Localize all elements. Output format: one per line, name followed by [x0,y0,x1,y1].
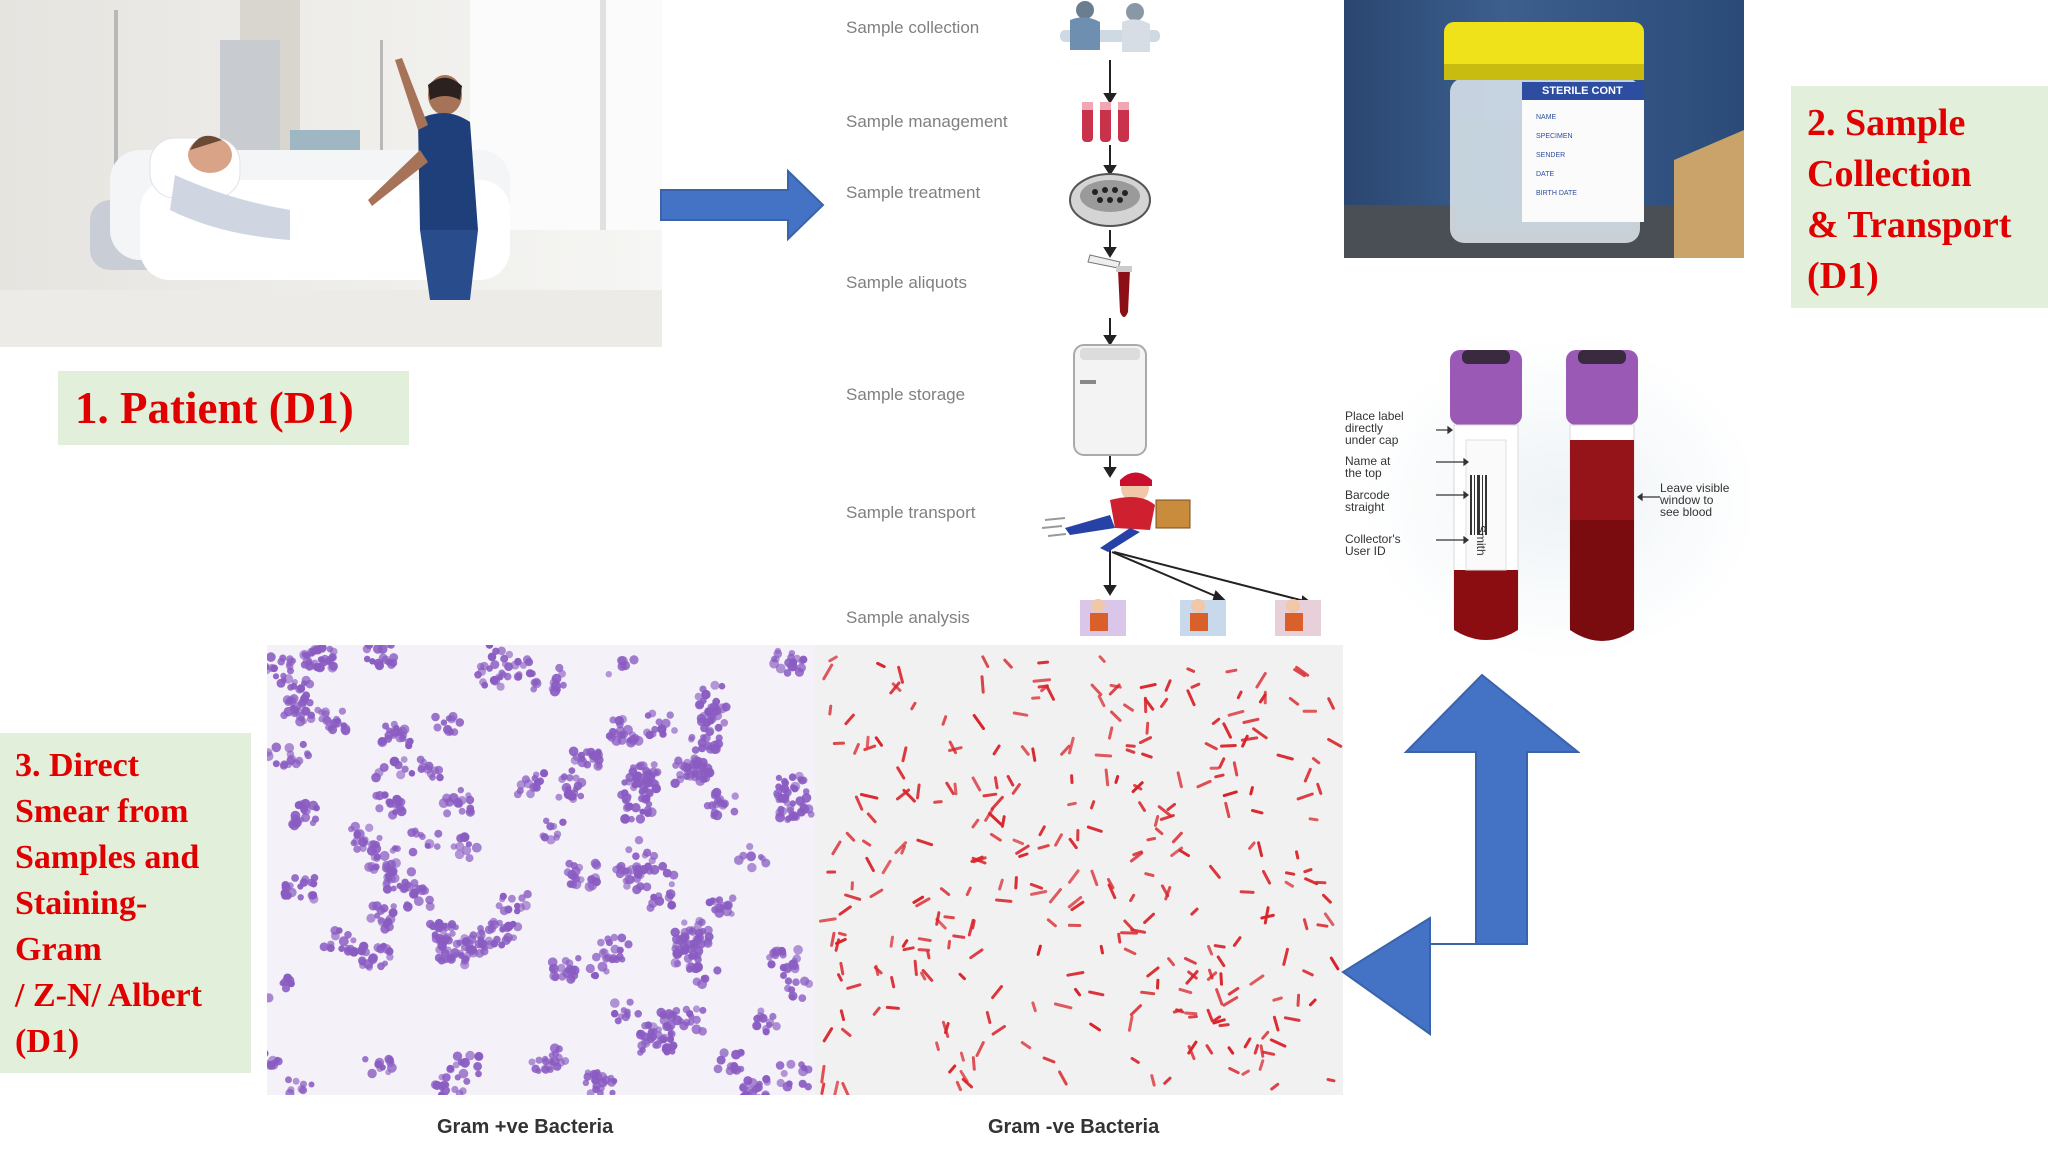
treatment-icon [1069,173,1151,227]
gram-positive-micrograph [267,645,815,1095]
smear-label-line-5: Gram [15,931,102,968]
collection-label-line-1: 2. Sample [1807,102,1966,144]
collection-label: 2. Sample Collection & Transport (D1) [1791,86,2048,308]
smear-label-line-3: Samples and [15,839,200,876]
step-storage: Sample storage [846,385,966,404]
container-field-date: DATE [1536,171,1555,178]
collection-label-line-2: Collection [1807,153,1972,195]
container-field-name: NAME [1536,114,1557,121]
arrow-right [660,168,825,242]
gram-negative-micrograph [815,645,1343,1095]
collection-label-line-4: (D1) [1807,255,1879,297]
transport-icon [1041,472,1191,552]
container-field-birth-date: BIRTH DATE [1536,190,1577,197]
annotation-label-place: Place label directly under cap [1345,409,1404,447]
gram-negative-caption: Gram -ve Bacteria [988,1116,1160,1138]
smear-label-line-2: Smear from [15,793,189,830]
annotation-window: Leave visible window to see blood [1660,481,1730,519]
annotation-name-top: Name at the top [1345,454,1391,480]
step-collection: Sample collection [846,18,980,37]
storage-icon [1073,344,1147,456]
annotation-barcode: Barcode straight [1345,488,1390,514]
smear-label-line-6: / Z-N/ Albert [15,977,202,1014]
management-icon [1082,102,1129,142]
step-treatment: Sample treatment [846,183,981,202]
step-aliquots: Sample aliquots [846,273,967,292]
patient-label: 1. Patient (D1) [58,371,409,445]
step-analysis: Sample analysis [846,608,970,627]
gram-positive-caption: Gram +ve Bacteria [437,1116,614,1138]
smear-label-line-1: 3. Direct [15,747,139,784]
tube-name-text: Smith [1474,525,1488,556]
smear-label-line-4: Staining- [15,885,148,922]
arrow-bidirectional [1341,673,1580,1036]
step-transport: Sample transport [846,503,976,522]
annotation-collector: Collector's User ID [1345,532,1401,558]
aliquots-icon [1087,254,1132,317]
container-label-title: STERILE CONT [1542,85,1623,97]
step-management: Sample management [846,112,1008,131]
smear-label: 3. Direct Smear from Samples and Stainin… [0,733,251,1073]
collection-label-line-3: & Transport [1807,204,2012,246]
container-field-specimen: SPECIMEN [1536,133,1573,140]
collection-icon [1060,1,1160,52]
patient-label-text: 1. Patient (D1) [75,383,354,433]
patient-photo [0,0,662,347]
workflow-icons [1041,1,1321,636]
smear-label-line-7: (D1) [15,1023,80,1060]
container-label-fields: NAME SPECIMEN SENDER DATE BIRTH DATE [1536,108,1577,203]
analysis-icons [1080,599,1321,636]
blood-tubes-figure: Place label directly under cap Name at t… [1330,330,1750,660]
container-field-sender: SENDER [1536,152,1566,159]
sterile-container-photo: STERILE CONT NAME SPECIMEN SENDER DATE B… [1344,0,1744,258]
